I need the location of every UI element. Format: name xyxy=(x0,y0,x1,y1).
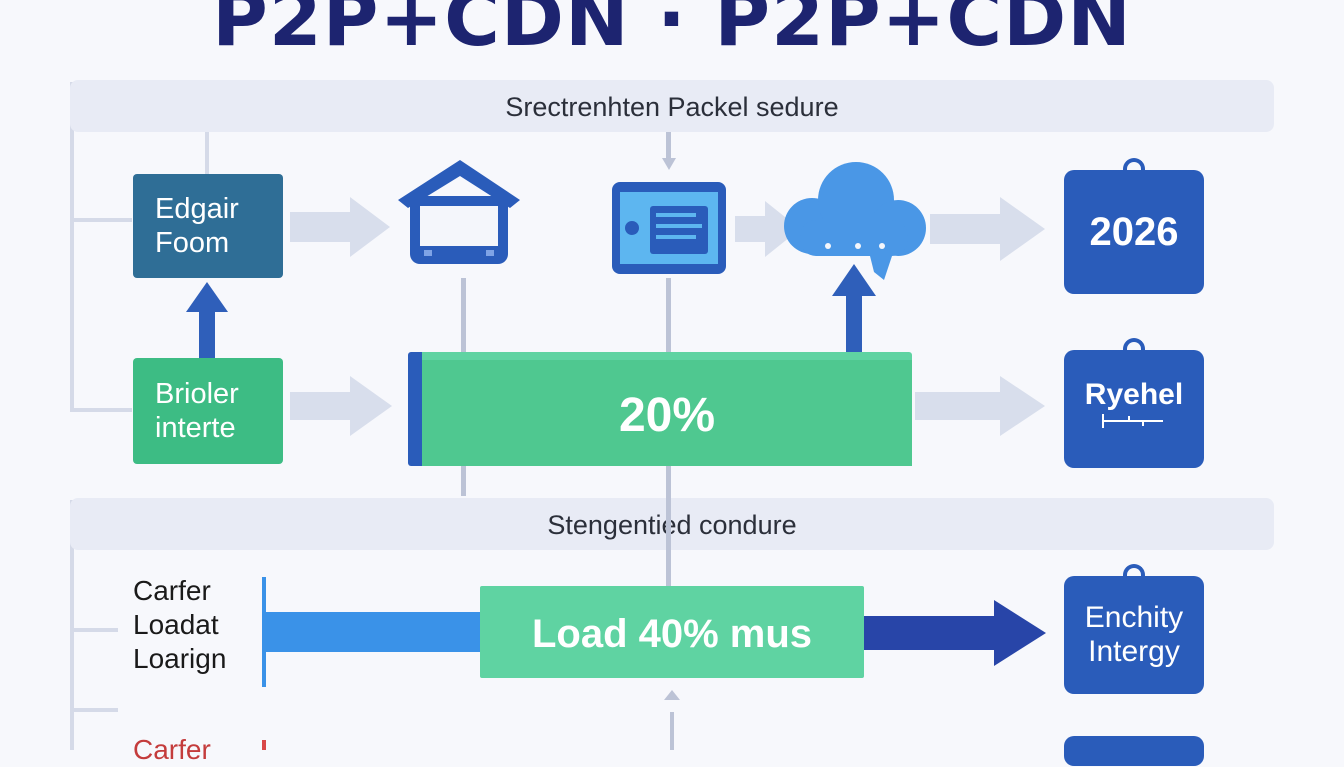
progress-bar-inner-edge xyxy=(422,360,912,466)
calendar-ring xyxy=(1123,338,1145,354)
calendar-ryehel: Ryehel xyxy=(1064,338,1204,468)
bottom-rail-line xyxy=(70,500,74,750)
left-rail-branch-bottom xyxy=(70,408,132,412)
calendar-year-label: 2026 xyxy=(1089,209,1179,254)
source-card-line1: Edgair xyxy=(155,193,239,225)
calendar-enchity: Enchity Intergy xyxy=(1064,564,1204,694)
progress-bar: 20% xyxy=(408,352,912,466)
bottom-rail-branch-2 xyxy=(70,708,118,712)
up-arrow-cloud-head xyxy=(832,264,876,296)
top-connector xyxy=(205,130,209,178)
load-bar-label: Load 40% mus xyxy=(531,612,813,656)
bar-down-line-b xyxy=(666,466,671,586)
page-title: P2P+CDN · P2P+CDN xyxy=(212,0,1132,63)
section-top-bar xyxy=(70,80,1274,132)
section-bottom-label: Stengentied condure xyxy=(547,510,797,540)
progress-bar-label: 20% xyxy=(618,389,716,442)
arrow-cloud-to-year xyxy=(930,197,1045,261)
arrow-source-to-house xyxy=(290,197,390,257)
load-bar: Load 40% mus xyxy=(480,586,864,678)
house-down-line xyxy=(461,278,466,352)
load-blue-left xyxy=(265,612,485,652)
calendar-ring xyxy=(1123,158,1145,174)
left-rail-branch-top xyxy=(70,218,132,222)
calendar-scribble-icon xyxy=(1102,414,1163,428)
green-card-line1: Brioler xyxy=(155,378,239,410)
source-card-line2: Foom xyxy=(155,227,230,259)
green-card: Brioler interte xyxy=(133,358,283,464)
bottom-up-arrowhead xyxy=(664,690,680,700)
section-top-label: Srectrenhten Packel sedure xyxy=(505,92,839,122)
side-item-partial: Carfer xyxy=(133,734,211,765)
calendar-ring xyxy=(1123,564,1145,580)
bar-down-line-a xyxy=(461,466,466,496)
calendar-year: 2026 xyxy=(1064,158,1204,294)
calendar-enchity-line1: Enchity xyxy=(1084,601,1184,634)
arrow-green-to-bar xyxy=(290,376,392,436)
left-rail-line xyxy=(70,82,74,412)
arrow-bar-to-ryehel xyxy=(915,376,1045,436)
top-down-arrowhead xyxy=(662,158,676,170)
diagram-arrows xyxy=(186,132,1046,750)
cloud-icon xyxy=(784,162,926,280)
green-card-line2: interte xyxy=(155,412,236,444)
side-item-2: Loadat xyxy=(133,609,219,640)
calendar-partial xyxy=(1064,736,1204,766)
house-monitor-icon xyxy=(398,160,520,264)
side-item-1: Carfer xyxy=(133,575,211,606)
load-blue-tick xyxy=(262,577,266,687)
bottom-rail-branch xyxy=(70,628,118,632)
arrow-tablet-to-cloud xyxy=(735,201,800,257)
tablet-screen-icon xyxy=(612,182,726,274)
top-down-line xyxy=(666,132,671,160)
load-blue-right xyxy=(862,616,994,650)
up-arrow-left-head xyxy=(186,282,228,312)
source-card: Edgair Foom xyxy=(133,174,283,278)
up-arrow-left-shaft xyxy=(199,310,215,360)
partial-red-mark xyxy=(262,740,266,750)
light-arrows xyxy=(290,197,1045,436)
up-arrow-cloud-shaft xyxy=(846,292,862,354)
tablet-down-line xyxy=(666,278,671,352)
calendar-enchity-line2: Intergy xyxy=(1088,635,1180,668)
section-bottom-bar xyxy=(70,498,1274,550)
calendar-ryehel-label: Ryehel xyxy=(1084,378,1184,411)
load-arrowhead xyxy=(994,600,1046,666)
side-item-3: Loarign xyxy=(133,643,227,674)
